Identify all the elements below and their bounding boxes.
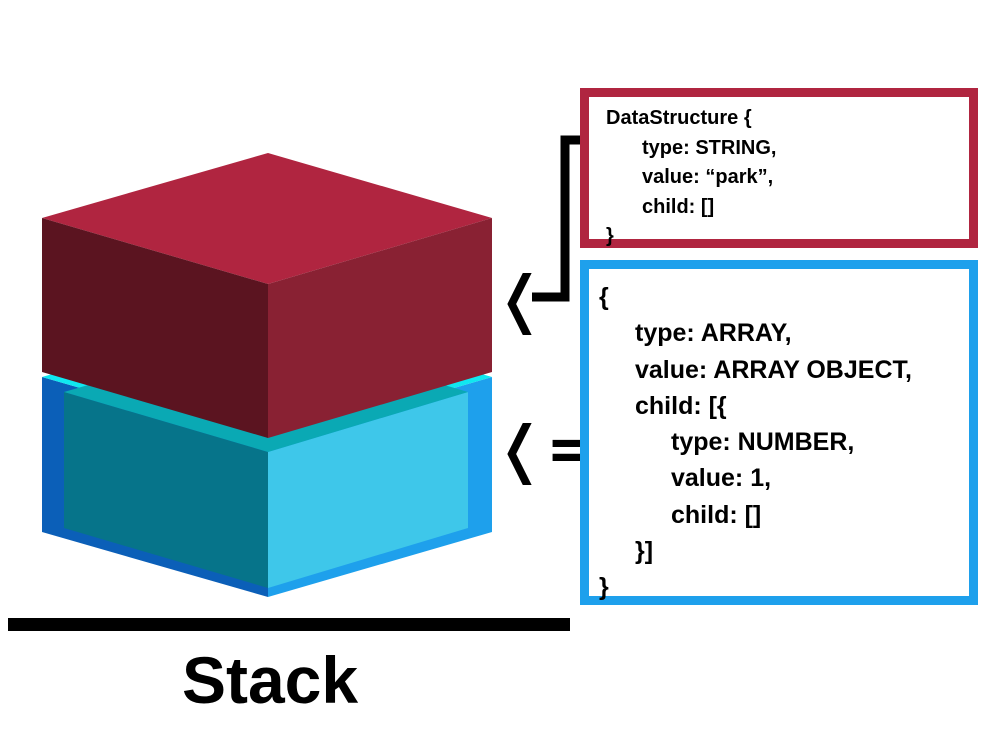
code-line: child: [] [642, 195, 715, 218]
code-line: child: [{ [635, 391, 727, 420]
code-line: type: NUMBER, [671, 428, 855, 457]
top-block-top-face [42, 153, 492, 284]
top-item-code-box: DataStructure { type: STRING, value: “pa… [580, 88, 978, 248]
code-line: type: STRING, [642, 136, 777, 159]
bottom-block-inner-right [268, 392, 468, 588]
code-line: { [599, 283, 609, 311]
code-line: }] [635, 537, 654, 566]
stack-base-line [8, 618, 570, 631]
code-line: value: 1, [671, 464, 772, 493]
code-line: child: [] [671, 500, 762, 529]
code-line: type: ARRAY, [635, 319, 792, 348]
code-line: value: ARRAY OBJECT, [635, 355, 912, 384]
code-line: DataStructure { [606, 107, 752, 129]
top-item-pointer: ❬ [494, 262, 546, 335]
code-line: value: “park”, [642, 166, 774, 188]
top-stack-item [42, 153, 492, 438]
bottom-block-inner-left [64, 392, 268, 588]
connector-line [532, 135, 580, 302]
code-line: } [606, 225, 614, 247]
code-line: } [599, 573, 609, 602]
bottom-stack-item [42, 312, 492, 597]
bottom-item-code-box: { type: ARRAY, value: ARRAY OBJECT, chil… [580, 260, 978, 605]
top-block-left-face [42, 218, 268, 438]
stack-label: Stack [181, 643, 359, 717]
top-block-right-face [268, 218, 492, 438]
